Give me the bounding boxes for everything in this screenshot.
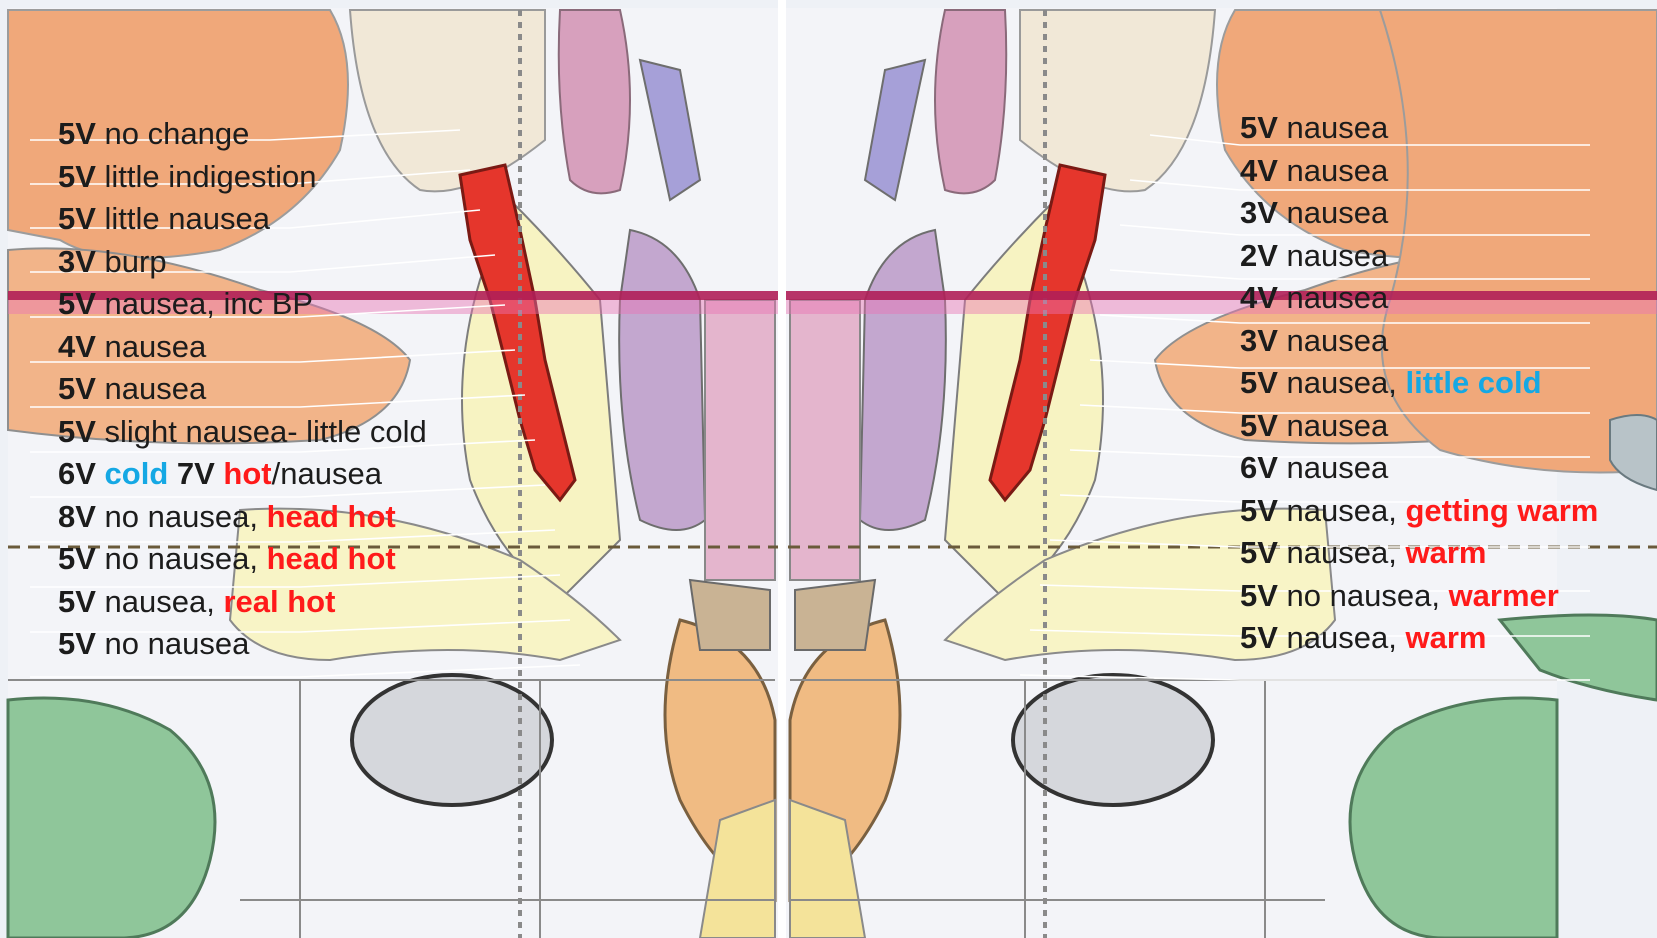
center-gap — [778, 0, 786, 938]
voltage-value: 3V — [1240, 195, 1278, 230]
voltage-value: 5V — [58, 116, 96, 151]
voltage-value: 5V — [58, 414, 96, 449]
stimulation-label: 6V cold 7V hot/nausea — [58, 456, 382, 492]
olive-region-lower — [690, 580, 770, 650]
voltage-value: 5V — [58, 541, 96, 576]
response-text: nausea — [1278, 280, 1388, 315]
voltage-value: 4V — [1240, 153, 1278, 188]
response-text: nausea — [1278, 323, 1388, 358]
voltage-value: 6V — [58, 456, 96, 491]
stimulation-label: 5V no nausea, warmer — [1240, 578, 1559, 614]
stimulation-label: 3V burp — [58, 244, 167, 280]
response-text: nausea — [1278, 408, 1388, 443]
response-text: no nausea, — [1278, 578, 1449, 613]
response-text: nausea, — [1278, 620, 1406, 655]
response-text: getting warm — [1405, 493, 1598, 528]
response-text: head hot — [267, 541, 396, 576]
stimulation-label: 4V nausea — [1240, 280, 1388, 316]
response-text: no nausea, — [96, 499, 267, 534]
response-text: nausea — [1278, 450, 1388, 485]
stimulation-label: 6V nausea — [1240, 450, 1388, 486]
voltage-value: 5V — [1240, 365, 1278, 400]
voltage-value: 5V — [58, 371, 96, 406]
stimulation-label: 5V nausea — [1240, 408, 1388, 444]
stimulation-label: 5V nausea — [58, 371, 206, 407]
voltage-value: 8V — [58, 499, 96, 534]
orange-region-right — [1380, 10, 1657, 473]
voltage-value: 2V — [1240, 238, 1278, 273]
voltage-value: 5V — [58, 626, 96, 661]
stimulation-label: 5V nausea, little cold — [1240, 365, 1542, 401]
voltage-value: 5V — [1240, 110, 1278, 145]
response-text: nausea — [96, 371, 206, 406]
response-text: nausea, — [1278, 365, 1406, 400]
stimulation-label: 8V no nausea, head hot — [58, 499, 396, 535]
response-text: real hot — [223, 584, 335, 619]
response-text: nausea, — [96, 584, 224, 619]
voltage-value: 5V — [58, 201, 96, 236]
stimulation-label: 5V nausea, inc BP — [58, 286, 313, 322]
stimulation-label: 3V nausea — [1240, 195, 1388, 231]
response-text: cold — [105, 456, 169, 491]
stimulation-label: 5V nausea, real hot — [58, 584, 335, 620]
voltage-value: 3V — [1240, 323, 1278, 358]
stimulation-label: 5V no nausea — [58, 626, 249, 662]
stimulation-label: 5V little nausea — [58, 201, 270, 237]
response-text: no change — [96, 116, 249, 151]
pink-region-column — [559, 10, 630, 193]
response-text: nausea — [1278, 110, 1388, 145]
voltage-value: 4V — [1240, 280, 1278, 315]
voltage-value: 4V — [58, 329, 96, 364]
response-text: nausea, inc BP — [96, 286, 313, 321]
response-text: warm — [1405, 535, 1486, 570]
voltage-value: 5V — [1240, 408, 1278, 443]
stimulation-label: 3V nausea — [1240, 323, 1388, 359]
stimulation-label: 5V nausea, warm — [1240, 535, 1486, 571]
voltage-value: 5V — [1240, 578, 1278, 613]
stimulation-label: 4V nausea — [58, 329, 206, 365]
response-text: little nausea — [96, 201, 270, 236]
pink-midline-strip — [705, 300, 775, 580]
response-text: hot — [215, 456, 272, 491]
response-text: burp — [96, 244, 167, 279]
response-text: little indigestion — [96, 159, 317, 194]
response-text: little cold — [1405, 365, 1541, 400]
voltage-value: 5V — [58, 584, 96, 619]
response-text: nausea, — [1278, 493, 1406, 528]
response-text: warmer — [1449, 578, 1559, 613]
voltage-value: 7V — [168, 456, 215, 491]
voltage-value: 6V — [1240, 450, 1278, 485]
gray-region-right-edge — [1610, 415, 1657, 490]
response-text: no nausea — [96, 626, 249, 661]
stimulation-label: 5V slight nausea- little cold — [58, 414, 427, 450]
response-text: warm — [1405, 620, 1486, 655]
stimulation-label: 5V nausea, getting warm — [1240, 493, 1598, 529]
response-text: slight nausea- little cold — [96, 414, 427, 449]
response-text: nausea, — [1278, 535, 1406, 570]
voltage-value: 5V — [1240, 493, 1278, 528]
voltage-value: 5V — [58, 159, 96, 194]
stimulation-label: 5V no nausea, head hot — [58, 541, 396, 577]
response-text: nausea — [96, 329, 206, 364]
response-text — [96, 456, 105, 491]
stimulation-label: 5V no change — [58, 116, 249, 152]
stimulation-label: 5V little indigestion — [58, 159, 317, 195]
stimulation-label: 4V nausea — [1240, 153, 1388, 189]
voltage-value: 3V — [58, 244, 96, 279]
voltage-value: 5V — [1240, 535, 1278, 570]
voltage-value: 5V — [58, 286, 96, 321]
response-text: head hot — [267, 499, 396, 534]
stimulation-label: 2V nausea — [1240, 238, 1388, 274]
voltage-value: 5V — [1240, 620, 1278, 655]
response-text: /nausea — [272, 456, 382, 491]
response-text: nausea — [1278, 195, 1388, 230]
response-text: no nausea, — [96, 541, 267, 576]
stimulation-label: 5V nausea — [1240, 110, 1388, 146]
stimulation-label: 5V nausea, warm — [1240, 620, 1486, 656]
response-text: nausea — [1278, 238, 1388, 273]
response-text: nausea — [1278, 153, 1388, 188]
